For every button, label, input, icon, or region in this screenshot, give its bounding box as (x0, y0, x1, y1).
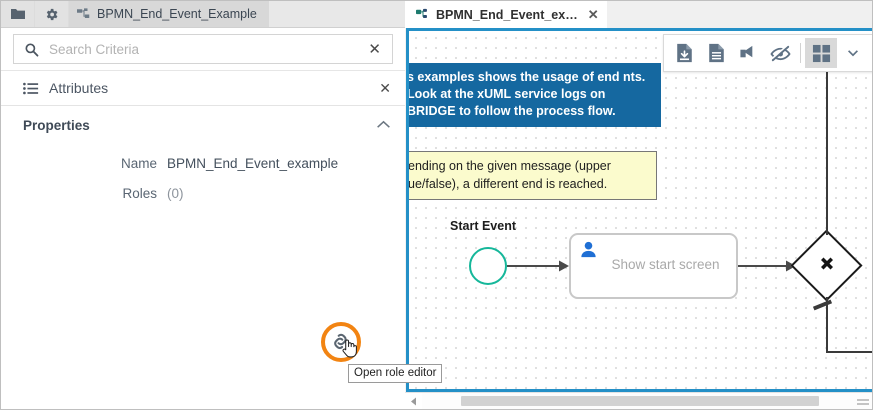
search-box[interactable]: ✕ (13, 34, 393, 64)
search-clear-button[interactable]: ✕ (368, 40, 381, 58)
property-value[interactable]: (0) (167, 185, 184, 201)
attributes-header: Attributes ✕ (1, 71, 405, 105)
property-label: Roles (122, 185, 157, 201)
export-document-icon (675, 43, 694, 63)
document-tab-bar: BPMN_End_Event_ex… ✕ (405, 1, 872, 28)
panel-divider (1, 70, 405, 71)
right-panel: BPMN_End_Event_ex… ✕ s examples shows th… (405, 1, 872, 409)
document-tab-label: BPMN_End_Event_ex… (436, 7, 578, 22)
list-icon (23, 82, 39, 95)
flow-arrow-task-to-gateway (738, 260, 796, 272)
properties-title: Properties (23, 117, 90, 133)
highlight-ring (321, 322, 361, 362)
grid-icon (812, 44, 831, 63)
property-label: Name (120, 155, 157, 171)
eye-off-icon (769, 43, 791, 63)
model-tab-label: BPMN_End_Event_Example (97, 7, 257, 21)
settings-button[interactable] (35, 1, 69, 27)
gateway-branch-up (826, 59, 828, 235)
property-row-name: Name BPMN_End_Event_example (1, 148, 405, 178)
gear-icon (44, 7, 59, 22)
resize-grip[interactable] (857, 399, 869, 407)
search-area: ✕ (1, 28, 405, 70)
export-document-button[interactable] (668, 38, 700, 68)
model-tab[interactable]: BPMN_End_Event_Example (69, 1, 269, 27)
diagram-toolbar (663, 34, 872, 72)
diagram-editor: s examples shows the usage of end nts. L… (406, 28, 872, 392)
properties-header[interactable]: Properties (1, 106, 405, 140)
attributes-title: Attributes (49, 80, 109, 96)
more-button[interactable] (837, 38, 869, 68)
user-task-icon (579, 240, 598, 264)
document-icon (707, 43, 726, 63)
exclusive-gateway-node[interactable] (790, 229, 863, 302)
banner-note: s examples shows the usage of end nts. L… (409, 63, 661, 127)
tooltip-open-role-editor: Open role editor (348, 364, 443, 383)
open-role-editor-button[interactable] (321, 322, 361, 362)
horizontal-scrollbar[interactable] (405, 392, 872, 409)
gateway-branch-down-horizontal (826, 351, 872, 353)
exclusive-gateway-x-icon (815, 252, 839, 281)
link-chain-icon (330, 331, 352, 358)
properties-rows: Name BPMN_End_Event_example Roles (0) (1, 140, 443, 383)
chevron-up-icon[interactable] (376, 116, 391, 134)
grip-line (857, 403, 869, 405)
task-node[interactable]: Show start screen (569, 233, 738, 299)
pointer-hand-cursor (341, 337, 358, 363)
hierarchy-tree-icon (77, 7, 91, 21)
search-icon (14, 42, 47, 57)
grid-button[interactable] (805, 38, 837, 68)
scroll-left-arrow[interactable] (405, 393, 422, 410)
property-value[interactable]: BPMN_End_Event_example (167, 155, 339, 171)
folder-button[interactable] (1, 1, 35, 27)
hide-button[interactable] (764, 38, 796, 68)
attributes-close-button[interactable]: ✕ (379, 80, 391, 96)
documentation-button[interactable] (700, 38, 732, 68)
search-input[interactable] (47, 40, 358, 58)
left-toolbar: BPMN_End_Event_Example (1, 1, 405, 28)
flow-arrow-start-to-task (507, 260, 569, 272)
left-panel: BPMN_End_Event_Example ✕ (1, 1, 443, 409)
property-row-roles: Roles (0) (1, 178, 405, 208)
toolbar-separator (800, 43, 801, 63)
start-event-label: Start Event (450, 219, 516, 233)
grip-line (857, 399, 869, 401)
attributes-divider (1, 105, 405, 106)
task-label: Show start screen (611, 257, 720, 272)
share-icon (739, 44, 758, 63)
horizontal-scroll-thumb[interactable] (461, 395, 819, 406)
folder-icon (10, 7, 26, 21)
document-tab-close-button[interactable]: ✕ (587, 7, 599, 22)
diagram-node-icon (416, 8, 430, 21)
chevron-down-icon (846, 46, 860, 60)
yellow-note: ending on the given message (upper ue/fa… (409, 151, 657, 200)
scrollbar-track[interactable] (422, 392, 872, 409)
document-tab[interactable]: BPMN_End_Event_ex… ✕ (405, 1, 607, 28)
share-button[interactable] (732, 38, 764, 68)
gateway-branch-down (826, 297, 828, 353)
start-event-circle[interactable] (469, 247, 507, 285)
